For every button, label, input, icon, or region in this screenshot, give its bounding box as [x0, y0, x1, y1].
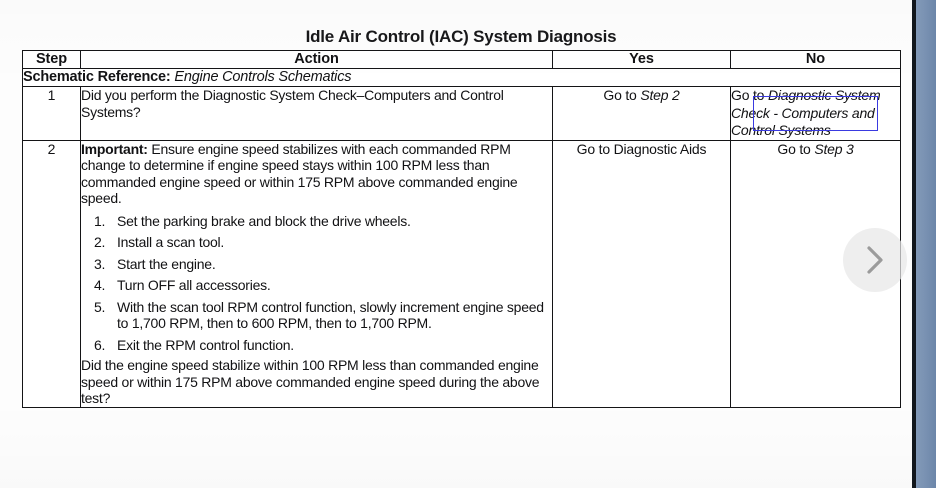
list-item: Exit the RPM control function.: [94, 336, 294, 353]
list-item: Start the engine.: [94, 255, 216, 272]
yes-text-1: Go to: [603, 87, 641, 103]
table-row: 1 Did you perform the Diagnostic System …: [22, 86, 901, 141]
table-header-row: Step Action Yes No: [22, 50, 901, 69]
schematic-reference-value: Engine Controls Schematics: [174, 69, 352, 85]
column-header-step: Step: [22, 50, 81, 69]
action-cell-1: Did you perform the Diagnostic System Ch…: [80, 86, 553, 141]
page-title: Idle Air Control (IAC) System Diagnosis: [305, 27, 617, 46]
table-row: 2 Important: Ensure engine speed stabili…: [22, 139, 901, 408]
action-cell-2: Important: Ensure engine speed stabilize…: [80, 139, 553, 408]
schematic-reference-cell: Schematic Reference: Engine Controls Sch…: [22, 68, 901, 87]
list-item: Turn OFF all accessories.: [94, 277, 271, 293]
schematic-reference-label: Schematic Reference:: [23, 69, 171, 85]
action-text-1: Did you perform the Diagnostic System Ch…: [81, 87, 504, 120]
yes-cell-1: Go to Step 2: [552, 86, 731, 141]
important-note-2: Important: Ensure engine speed stabilize…: [81, 141, 552, 207]
list-item: With the scan tool RPM control function,…: [94, 298, 544, 332]
no-text-italic-2: Step 3: [814, 140, 854, 157]
no-text-2: Go to: [777, 140, 815, 157]
important-text: Ensure engine speed stabilizes with each…: [81, 140, 518, 207]
step-number-2: 2: [22, 139, 81, 408]
important-label: Important:: [81, 140, 148, 157]
no-cell-2: Go to Step 3: [730, 139, 901, 408]
yes-text-italic-1: Step 2: [640, 87, 680, 103]
no-text-target-1: Diagnostic System Check - Computers and …: [731, 87, 881, 138]
list-item: Install a scan tool.: [94, 234, 225, 250]
chevron-right-icon: [862, 243, 888, 277]
column-header-yes: Yes: [552, 50, 731, 69]
no-cell-1: Go to Diagnostic System Check - Computer…: [730, 86, 901, 141]
action-question-2: Did the engine speed stabilize within 10…: [81, 357, 540, 406]
schematic-reference-row: Schematic Reference: Engine Controls Sch…: [22, 68, 901, 87]
scanned-page: Idle Air Control (IAC) System Diagnosis …: [0, 0, 913, 488]
step-number-1: 1: [22, 86, 81, 141]
viewer-scrollbar-gutter[interactable]: [916, 0, 936, 488]
next-page-button[interactable]: [843, 228, 907, 292]
no-text-prefix-1: Go to: [731, 87, 768, 103]
yes-cell-2: Go to Diagnostic Aids: [552, 139, 731, 408]
column-header-action: Action: [80, 50, 553, 69]
column-header-no: No: [730, 50, 901, 69]
diagnostic-table: Step Action Yes No Schematic Reference: …: [22, 50, 901, 408]
procedure-list: Set the parking brake and block the driv…: [81, 213, 552, 354]
yes-text-2: Go to Diagnostic Aids: [576, 140, 707, 157]
viewer-edge-divider: [912, 0, 916, 488]
list-item: Set the parking brake and block the driv…: [94, 212, 411, 229]
